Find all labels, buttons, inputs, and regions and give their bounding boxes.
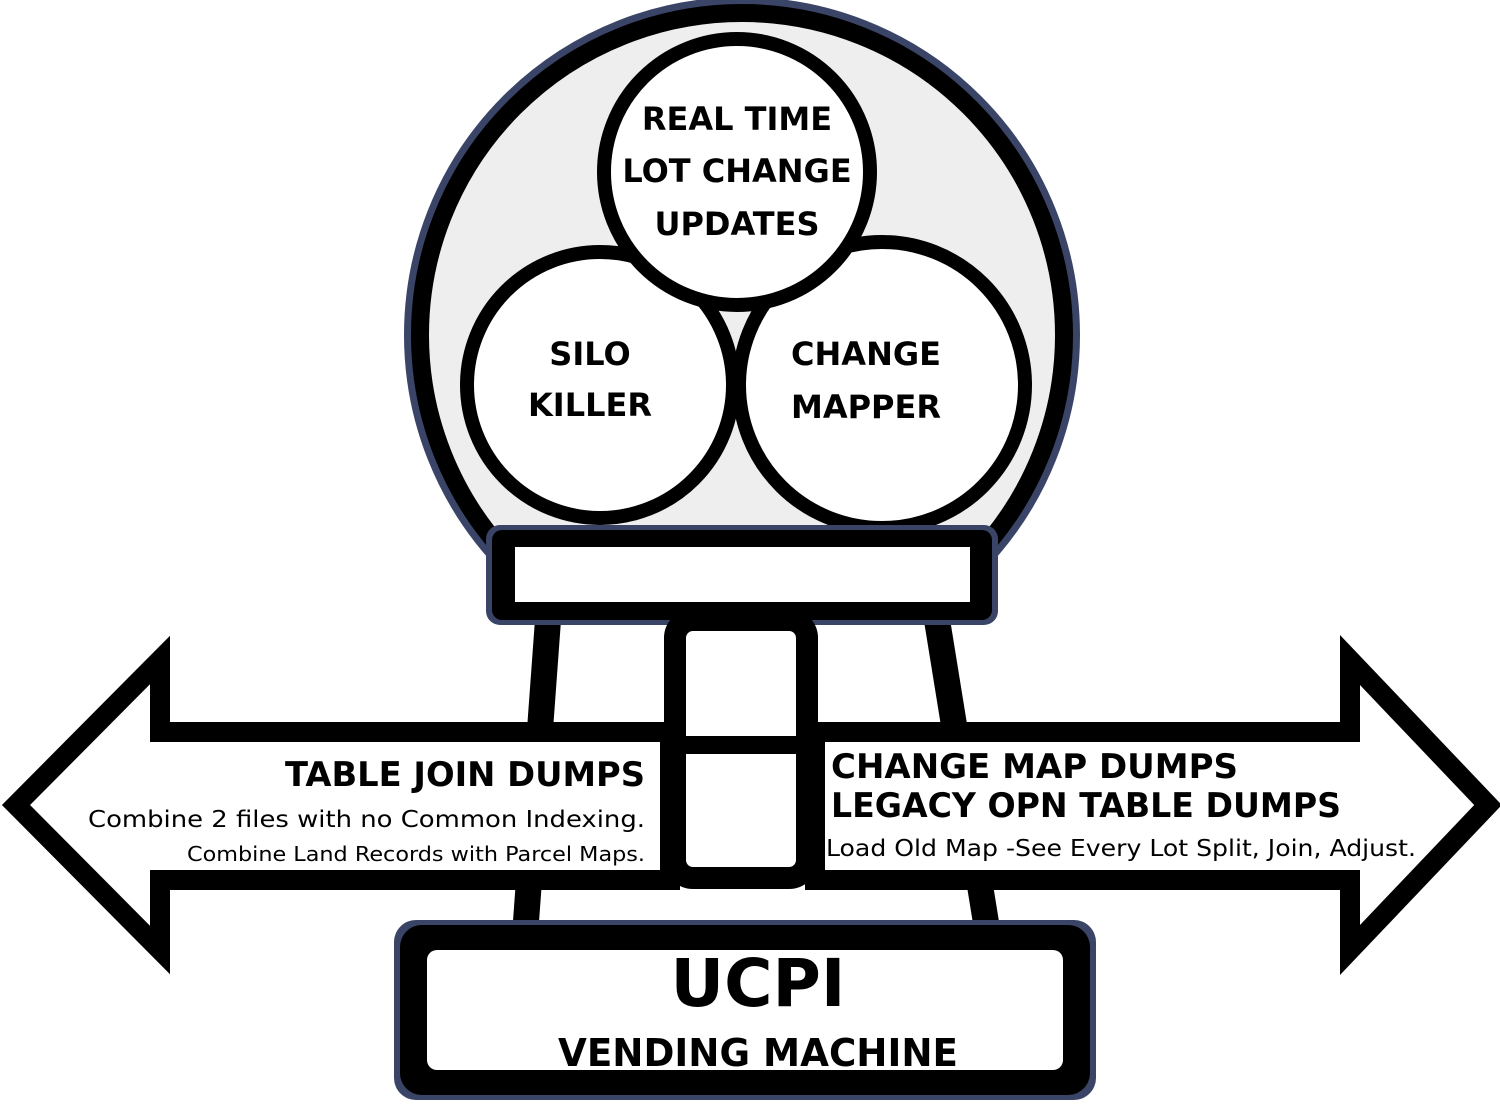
top-circle-line-3: UPDATES xyxy=(654,205,819,243)
right-circle-line-2: MAPPER xyxy=(791,388,941,426)
top-circle-line-2: LOT CHANGE xyxy=(622,152,851,190)
base xyxy=(394,920,1096,1100)
right-arrow-title-2: LEGACY OPN TABLE DUMPS xyxy=(831,786,1341,826)
top-circle-line-1: REAL TIME xyxy=(642,100,832,138)
top-circle xyxy=(597,32,877,312)
left-circle-line-1: SILO xyxy=(549,335,630,373)
right-arrow-line-1: Load Old Map -See Every Lot Split, Join,… xyxy=(826,836,1416,862)
right-circle-line-1: CHANGE xyxy=(791,335,941,373)
left-arrow xyxy=(1,635,680,975)
left-arrow-line-1: Combine 2 files with no Common Indexing. xyxy=(88,807,645,833)
base-title: UCPI xyxy=(671,945,846,1022)
base-subtitle: VENDING MACHINE xyxy=(558,1031,958,1075)
collar xyxy=(486,525,998,625)
left-arrow-title: TABLE JOIN DUMPS xyxy=(285,755,645,795)
right-arrow-title-1: CHANGE MAP DUMPS xyxy=(831,747,1238,787)
coin-column xyxy=(664,609,818,889)
left-arrow-line-2: Combine Land Records with Parcel Maps. xyxy=(187,842,645,866)
left-circle-line-2: KILLER xyxy=(528,386,652,424)
right-arrow xyxy=(805,634,1500,976)
